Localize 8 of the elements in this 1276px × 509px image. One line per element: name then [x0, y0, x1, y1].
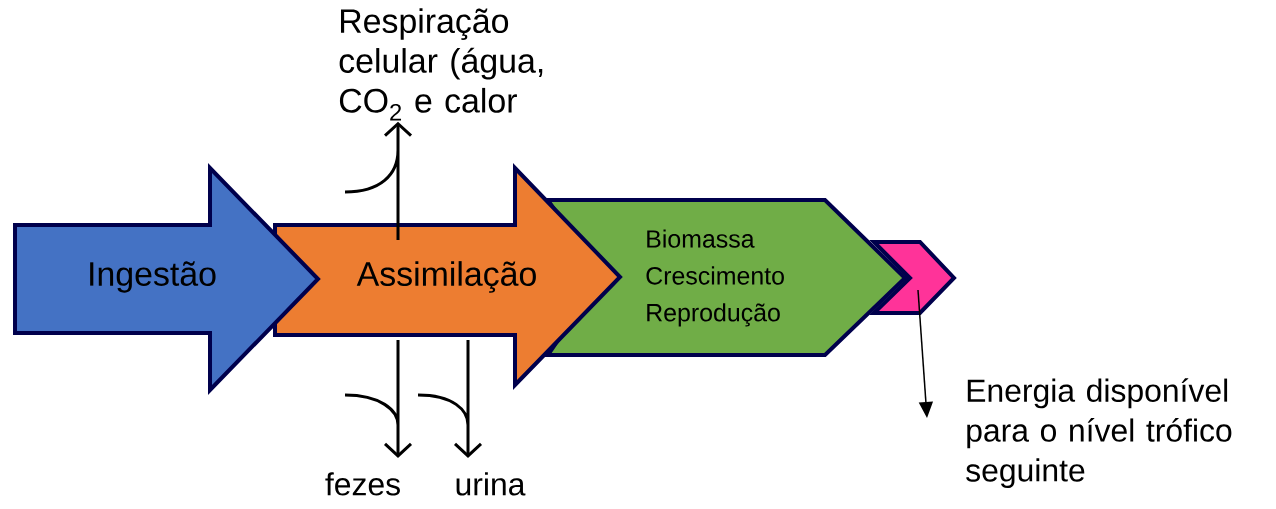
arrow [343, 121, 413, 242]
output-label: fezes [325, 472, 400, 496]
arrow [416, 338, 483, 458]
output-label: Respiração celular (água, CO$_{2}$ e calor [339, 8, 543, 121]
arrow [343, 338, 413, 458]
output-label: Energia disponível para o nível trófico seguinte [966, 378, 1232, 488]
chevron-shape [869, 240, 957, 315]
output-label: urina [456, 472, 526, 496]
